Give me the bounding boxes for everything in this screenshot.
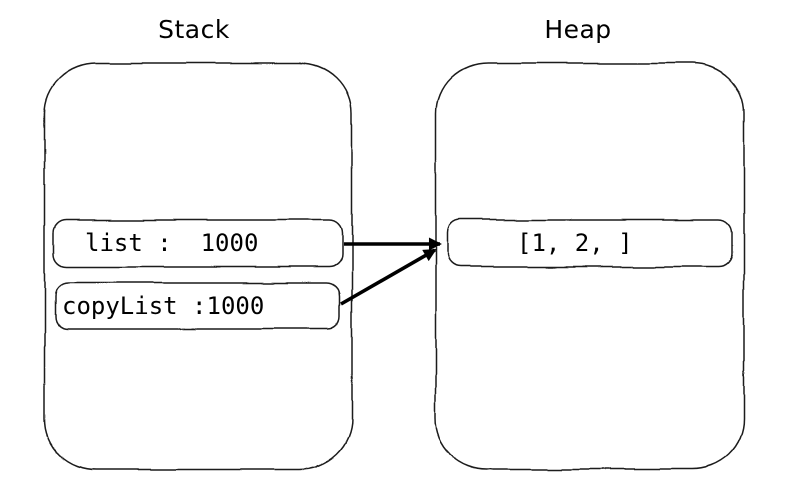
copylist-pointer-arrow bbox=[340, 248, 437, 306]
heap-title: Heap bbox=[544, 15, 612, 44]
heap-object-box-outline bbox=[447, 219, 733, 268]
list-variable-label: list : 1000 bbox=[85, 229, 259, 257]
heap-object-label: [1, 2, ] bbox=[517, 229, 633, 257]
stack-title: Stack bbox=[158, 15, 230, 44]
copylist-variable-box-outline bbox=[54, 282, 341, 330]
stack-region-outline bbox=[44, 62, 353, 470]
list-variable-box-outline bbox=[53, 219, 343, 268]
copylist-variable-label: copyList :1000 bbox=[62, 292, 265, 320]
heap-region-outline bbox=[435, 62, 745, 470]
